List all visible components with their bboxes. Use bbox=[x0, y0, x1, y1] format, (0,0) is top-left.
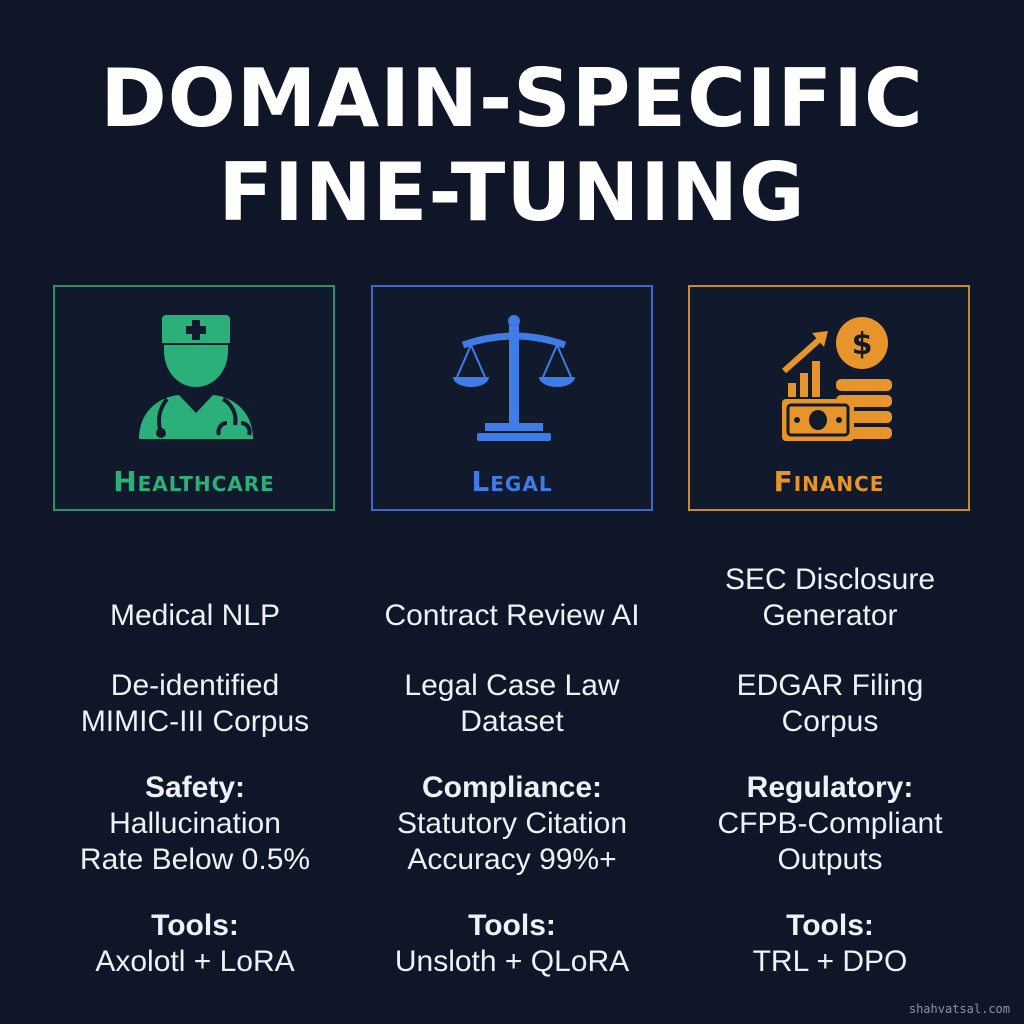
page-title: DOMAIN-SPECIFIC FINE-TUNING bbox=[0, 52, 1024, 240]
healthcare-card: Healthcare bbox=[53, 285, 335, 511]
finance-tools-heading: Tools: bbox=[786, 909, 874, 942]
legal-card: Legal bbox=[371, 285, 653, 511]
legal-metric: Compliance: Statutory Citation Accuracy … bbox=[362, 770, 662, 878]
title-line-1: DOMAIN-SPECIFIC bbox=[100, 52, 924, 145]
legal-dataset-line-1: Legal Case Law bbox=[404, 669, 620, 702]
finance-metric-line-2: Outputs bbox=[777, 843, 883, 876]
legal-tools-value: Unsloth + QLoRA bbox=[394, 945, 630, 978]
scales-of-justice-icon bbox=[453, 315, 575, 441]
legal-dataset-line-2: Dataset bbox=[460, 705, 564, 738]
healthcare-metric-heading: Safety: bbox=[144, 771, 246, 804]
legal-metric-heading: Compliance: bbox=[421, 771, 603, 804]
healthcare-dataset: De-identified MIMIC-III Corpus bbox=[45, 668, 345, 740]
healthcare-tools-value: Axolotl + LoRA bbox=[95, 945, 295, 978]
finance-application-line-2: Generator bbox=[762, 599, 898, 632]
healthcare-application: Medical NLP bbox=[45, 562, 345, 634]
finance-dataset-line-1: EDGAR Filing bbox=[736, 669, 924, 702]
healthcare-tools-heading: Tools: bbox=[151, 909, 239, 942]
finance-metric: Regulatory: CFPB-Compliant Outputs bbox=[680, 770, 980, 878]
finance-dataset-line-2: Corpus bbox=[781, 705, 879, 738]
legal-tools-heading: Tools: bbox=[468, 909, 556, 942]
legal-application: Contract Review AI bbox=[362, 562, 662, 634]
legal-tools: Tools: Unsloth + QLoRA bbox=[362, 908, 662, 980]
healthcare-application-line-1: Medical NLP bbox=[109, 599, 281, 632]
svg-text:$: $ bbox=[852, 327, 873, 362]
finance-tools: Tools: TRL + DPO bbox=[680, 908, 980, 980]
legal-label: Legal bbox=[471, 465, 553, 498]
title-line-2: FINE-TUNING bbox=[218, 146, 806, 239]
finance-card: $ Finance bbox=[688, 285, 970, 511]
healthcare-label: Healthcare bbox=[113, 465, 275, 498]
finance-dataset: EDGAR Filing Corpus bbox=[680, 668, 980, 740]
healthcare-tools: Tools: Axolotl + LoRA bbox=[45, 908, 345, 980]
healthcare-metric-line-1: Hallucination bbox=[109, 807, 281, 840]
doctor-icon bbox=[139, 315, 253, 439]
finance-label: Finance bbox=[773, 465, 885, 498]
healthcare-metric: Safety: Hallucination Rate Below 0.5% bbox=[45, 770, 345, 878]
finance-metric-heading: Regulatory: bbox=[746, 771, 914, 804]
finance-metric-line-1: CFPB-Compliant bbox=[717, 807, 943, 840]
legal-application-line-1: Contract Review AI bbox=[384, 599, 640, 632]
finance-application-line-1: SEC Disclosure bbox=[724, 563, 936, 596]
legal-dataset: Legal Case Law Dataset bbox=[362, 668, 662, 740]
legal-metric-line-2: Accuracy 99%+ bbox=[407, 843, 617, 876]
finance-money-icon: $ bbox=[782, 317, 892, 441]
legal-metric-line-1: Statutory Citation bbox=[396, 807, 628, 840]
watermark: shahvatsal.com bbox=[908, 1002, 1010, 1016]
healthcare-dataset-line-1: De-identified bbox=[110, 669, 280, 702]
healthcare-metric-line-2: Rate Below 0.5% bbox=[79, 843, 311, 876]
finance-tools-value: TRL + DPO bbox=[752, 945, 908, 978]
healthcare-dataset-line-2: MIMIC-III Corpus bbox=[80, 705, 310, 738]
finance-application: SEC Disclosure Generator bbox=[680, 562, 980, 634]
